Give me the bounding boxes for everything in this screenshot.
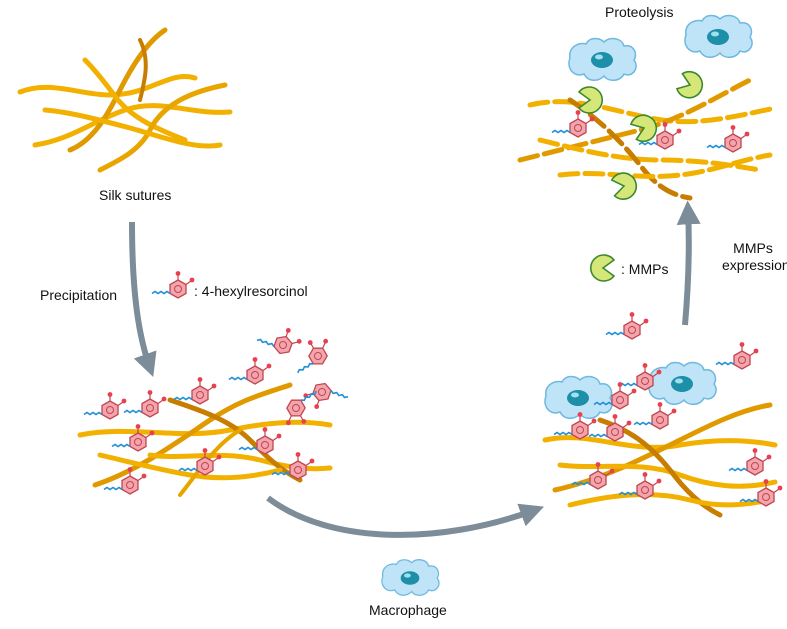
silk-sutures-label: Silk sutures bbox=[99, 187, 172, 203]
mmps-expression-label: MMPs expression bbox=[722, 240, 787, 274]
silk-sutures-bundle bbox=[17, 27, 233, 173]
mmps-expression-line1: MMPs bbox=[733, 240, 773, 256]
macrophage-arrow bbox=[266, 495, 545, 538]
macrophage-cell bbox=[544, 375, 613, 420]
macrophage-cell bbox=[648, 361, 717, 406]
mmps-legend-label: : MMPs bbox=[621, 261, 669, 277]
mmp-enzymes bbox=[578, 68, 707, 202]
macrophage-cell bbox=[568, 37, 637, 82]
mmp-legend-icon bbox=[589, 254, 615, 282]
hexylresorcinol-legend-icon bbox=[151, 270, 196, 299]
mmps-expression-arrow bbox=[676, 200, 701, 326]
macrophage-cell bbox=[684, 14, 753, 59]
precipitation-label: Precipitation bbox=[40, 287, 118, 303]
macrophage-label: Macrophage bbox=[369, 602, 447, 618]
macrophage-icon bbox=[381, 559, 440, 596]
proteolysis-label: Proteolysis bbox=[605, 4, 674, 20]
mmps-expression-line2: expression bbox=[722, 257, 787, 273]
degraded-sutures-bundle bbox=[517, 77, 778, 201]
hexylresorcinol-legend-label: : 4-hexylresorcinol bbox=[194, 283, 308, 299]
precipitation-arrow bbox=[129, 221, 157, 378]
